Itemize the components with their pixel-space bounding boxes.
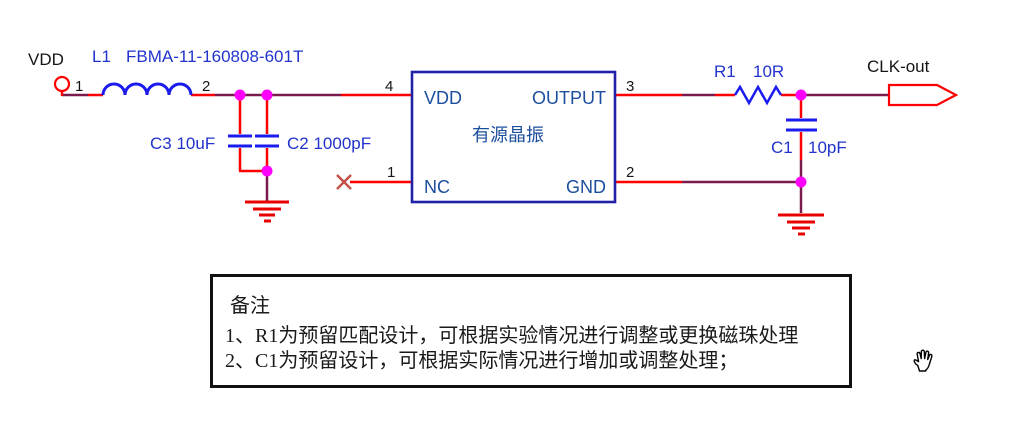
vdd-port-circle-icon: [53, 75, 71, 93]
notes-line-2: 2、C1为预留设计，可根据实际情况进行增加或调整处理；: [225, 350, 739, 372]
junction-dot: [261, 89, 273, 101]
inductor-coil-icon: [101, 82, 193, 96]
notes-title: 备注: [230, 295, 270, 317]
c1-ref: C1: [771, 138, 793, 157]
r1-ref: R1: [714, 62, 736, 81]
port-arrow-icon: [887, 83, 959, 107]
osc-pin-nc-label: NC: [424, 177, 450, 197]
l1-pin2-number: 2: [202, 78, 210, 95]
capacitor-c3[interactable]: C3 10uF: [150, 134, 252, 153]
r1-value: 10R: [753, 62, 784, 81]
notes-line-1: 1、R1为预留匹配设计，可根据实验情况进行调整或更换磁珠处理: [225, 325, 799, 347]
osc-pin4-number: 4: [385, 78, 393, 95]
notes-box: 备注 1、R1为预留匹配设计，可根据实验情况进行调整或更换磁珠处理 2、C1为预…: [210, 274, 852, 388]
resistor-zigzag-icon: [733, 84, 783, 106]
l1-ref: L1: [92, 47, 111, 66]
osc-pin3-number: 3: [626, 78, 634, 95]
ground-symbol-left: [245, 200, 289, 223]
pan-hand-cursor-icon: [913, 349, 933, 372]
capacitor-c2[interactable]: C2 1000pF: [255, 134, 371, 153]
l1-value: FBMA-11-160808-601T: [126, 47, 303, 66]
osc-pin-vdd-label: VDD: [424, 88, 462, 108]
no-connect-cross-icon: [336, 174, 352, 190]
junction-dot: [234, 89, 246, 101]
oscillator-body: [410, 70, 617, 204]
junction-dot: [795, 89, 807, 101]
osc-pin2-number: 2: [626, 164, 634, 181]
junction-dot: [795, 176, 807, 188]
osc-pin-output-label: OUTPUT: [532, 88, 606, 108]
vdd-power-port[interactable]: VDD: [28, 50, 71, 93]
ground-symbol-right: [778, 213, 824, 236]
osc-pin1-number: 1: [387, 164, 395, 181]
vdd-port-label: VDD: [28, 50, 64, 69]
capacitor-c1[interactable]: C1 10pF: [771, 118, 847, 157]
oscillator-component[interactable]: VDD OUTPUT 有源晶振 NC GND: [410, 70, 617, 204]
junction-dots: [234, 89, 807, 188]
c2-label: C2 1000pF: [287, 134, 371, 153]
clk-out-port[interactable]: CLK-out: [867, 57, 959, 107]
oscillator-name: 有源晶振: [472, 125, 544, 145]
inductor-l1[interactable]: L1 FBMA-11-160808-601T: [92, 47, 303, 96]
c1-value: 10pF: [808, 138, 847, 157]
osc-pin-gnd-label: GND: [566, 177, 606, 197]
resistor-r1[interactable]: R1 10R: [714, 62, 784, 106]
junction-dot: [261, 165, 273, 177]
c3-label: C3 10uF: [150, 134, 215, 153]
clk-out-label: CLK-out: [867, 57, 930, 76]
l1-pin1-number: 1: [75, 78, 83, 95]
